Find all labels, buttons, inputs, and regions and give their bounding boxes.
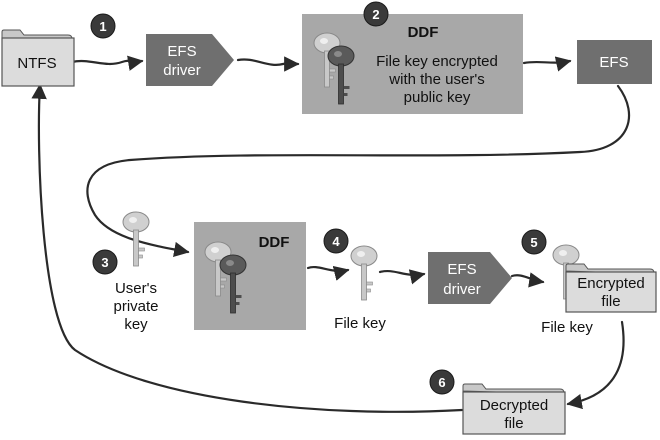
svg-text:4: 4: [332, 234, 340, 249]
encrypted-file-line1: Encrypted: [577, 275, 645, 292]
arrow-efs-loop-to-ddf-bottom: [86, 84, 631, 258]
efs-driver-top-line2: driver: [163, 62, 201, 79]
arrow-efs-driver-to-file-key: [510, 272, 545, 288]
ddf-top-text-line1: File key encrypted: [376, 53, 498, 70]
ntfs-folder: NTFS: [1, 29, 75, 87]
decrypted-file-line1: Decrypted: [480, 397, 548, 414]
step-badge-1: 1: [90, 13, 116, 39]
users-private-key-line2: private: [113, 298, 158, 315]
svg-text:3: 3: [101, 255, 108, 270]
key-icon: [122, 211, 150, 267]
step-badge-6: 6: [429, 369, 455, 395]
efs-driver-bottom-line1: EFS: [447, 261, 476, 278]
file-key-4-label: File key: [334, 315, 386, 332]
svg-text:1: 1: [99, 19, 106, 34]
arrow-file-key-to-efs-driver: [378, 269, 426, 285]
step-badge-5: 5: [521, 229, 547, 255]
efs-driver-bottom: EFS driver: [428, 252, 512, 304]
arrow-encrypted-to-decrypted: [566, 320, 625, 410]
encrypted-file-line2: file: [601, 293, 620, 310]
ddf-top-text-line3: public key: [404, 89, 471, 106]
decrypted-file-line2: file: [504, 415, 523, 432]
efs-driver-top-line1: EFS: [167, 43, 196, 60]
efs-top-label: EFS: [599, 54, 628, 71]
ddf-top-panel: DDF File key encrypted with the user's p…: [302, 14, 523, 114]
efs-top: EFS: [577, 40, 652, 84]
key-icon: [350, 245, 378, 301]
decrypted-file-folder: Decrypted file: [462, 383, 566, 435]
efs-driver-top: EFS driver: [146, 34, 234, 86]
efs-driver-bottom-line2: driver: [443, 281, 481, 298]
svg-text:5: 5: [530, 235, 537, 250]
step-badge-2: 2: [363, 1, 389, 27]
ntfs-label: NTFS: [17, 55, 56, 72]
arrow-decrypted-to-ntfs: [31, 83, 464, 413]
arrow-ddf-to-file-key: [306, 265, 350, 281]
arrow-ddf-to-efs: [522, 56, 572, 72]
file-key-step5: File key: [541, 244, 593, 336]
svg-text:6: 6: [438, 375, 445, 390]
step-badge-4: 4: [323, 228, 349, 254]
ddf-top-text-line2: with the user's: [388, 71, 484, 88]
svg-text:2: 2: [372, 7, 379, 22]
arrow-efs-driver-to-ddf: [236, 56, 300, 72]
step-badge-3: 3: [92, 249, 118, 275]
users-private-key: User's private key: [113, 211, 159, 333]
users-private-key-line3: key: [124, 316, 148, 333]
file-key-5-label: File key: [541, 319, 593, 336]
encrypted-file-folder: Encrypted file: [565, 263, 657, 313]
file-key-step4: File key: [334, 245, 386, 332]
arrow-ntfs-to-efs-driver: [70, 55, 144, 71]
users-private-key-line1: User's: [115, 280, 157, 297]
ddf-bottom-title: DDF: [259, 234, 290, 251]
ddf-bottom-panel: DDF: [194, 222, 306, 330]
ddf-top-title: DDF: [408, 24, 439, 41]
